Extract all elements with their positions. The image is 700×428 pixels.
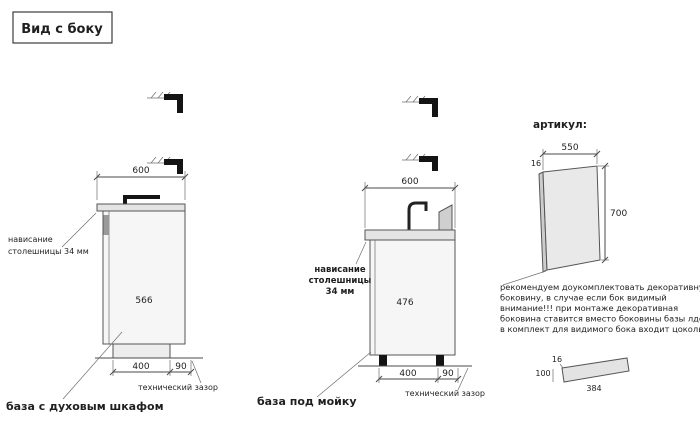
dim-600-label: 600 xyxy=(401,177,418,187)
dim-panel-width: 550 xyxy=(539,143,601,170)
title-frame xyxy=(12,11,113,44)
overhang-note: нависание столешницы 34 мм xyxy=(309,241,372,297)
oven-handle xyxy=(123,195,160,204)
dim-height-label: 476 xyxy=(396,298,413,308)
gap-label: технический зазор xyxy=(405,389,485,398)
warning-line-2: боковина ставится вместо боковины базы л… xyxy=(500,314,700,324)
dim-16-label: 16 xyxy=(552,355,562,364)
dim-400-label: 400 xyxy=(399,369,416,379)
cabinet-name-label: база под мойку xyxy=(257,395,357,408)
overhang-line-2: столешницы xyxy=(309,276,372,286)
leader-line xyxy=(457,367,469,391)
dim-bottom: 400 90 xyxy=(375,368,462,383)
dim-height-label: 566 xyxy=(135,296,152,306)
cabinet-carcass xyxy=(369,239,456,356)
plinth-board xyxy=(561,357,630,383)
dim-bottom: 400 90 xyxy=(109,360,195,376)
technical-gap-note: технический зазор xyxy=(138,360,218,392)
gap-label: технический зазор xyxy=(138,383,218,392)
dim-panel-height: 700 xyxy=(598,162,627,264)
cabinet-name-label: база с духовым шкафом xyxy=(6,400,164,413)
dim-90-label: 90 xyxy=(442,369,454,379)
overhang-line-1: нависание xyxy=(8,235,53,244)
panel-notes: рекомендуем доукомплектовать декоративну… xyxy=(500,282,700,334)
overhang-line-3: 34 мм xyxy=(326,287,355,297)
dim-384-label: 384 xyxy=(586,384,601,393)
angle-profile-icon xyxy=(402,95,438,117)
leader-line xyxy=(316,351,372,398)
dim-100-label: 100 xyxy=(535,369,550,378)
cabinet-leg xyxy=(379,355,387,366)
leader-line xyxy=(502,270,547,286)
note-line-1: рекомендуем доукомплектовать декоративну… xyxy=(500,282,700,292)
leader-line xyxy=(355,241,367,265)
leader-line xyxy=(61,212,97,248)
sink-base-drawing: 600 476 400 90 нависание сто xyxy=(257,95,485,408)
leader-line xyxy=(62,331,123,400)
angle-profile-icon xyxy=(147,91,183,113)
sink-upstand xyxy=(438,204,453,231)
dim-top-width: 600 xyxy=(93,166,189,200)
decor-panel-drawing: артикул: 550 16 700 рекомендуем xyxy=(500,119,700,393)
warning-line-1: внимание!!! при монтаже декоративная xyxy=(500,303,678,313)
countertop xyxy=(364,229,456,241)
oven-base-drawing: 600 566 400 90 нависание столешницы 34 xyxy=(6,91,218,413)
note-line-2: боковину, в случае если бок видимый xyxy=(500,293,667,303)
dim-16-label: 16 xyxy=(531,159,541,168)
page-title: Вид с боку xyxy=(21,22,103,37)
cabinet-carcass xyxy=(102,210,186,345)
article-label: артикул: xyxy=(533,119,587,131)
dim-top-width: 600 xyxy=(361,177,459,228)
countertop xyxy=(96,203,186,212)
angle-profile-icon xyxy=(402,153,438,171)
plinth-base xyxy=(112,343,171,359)
note-line-3: в комплект для видимого бока входит цоко… xyxy=(500,324,700,334)
faucet-icon xyxy=(407,201,428,230)
plinth-board-drawing: 16 100 384 xyxy=(535,355,630,393)
leader-line xyxy=(191,360,202,384)
overhang-line-1: нависание xyxy=(314,265,366,275)
panel-face xyxy=(542,165,601,271)
dim-400-label: 400 xyxy=(132,362,149,372)
overhang-line-2: столешницы 34 мм xyxy=(8,247,89,256)
angle-profile-icon xyxy=(147,156,183,174)
dim-90-label: 90 xyxy=(175,362,187,372)
overhang-note: нависание столешницы 34 мм xyxy=(8,212,97,256)
dim-600-label: 600 xyxy=(132,166,149,176)
leader-line xyxy=(559,363,564,369)
technical-gap-note: технический зазор xyxy=(405,367,485,398)
cabinet-leg xyxy=(436,355,444,366)
title-box: Вид с боку xyxy=(12,11,113,44)
dim-700-label: 700 xyxy=(610,209,627,219)
dim-550-label: 550 xyxy=(561,143,578,153)
control-panel-edge xyxy=(103,215,109,235)
